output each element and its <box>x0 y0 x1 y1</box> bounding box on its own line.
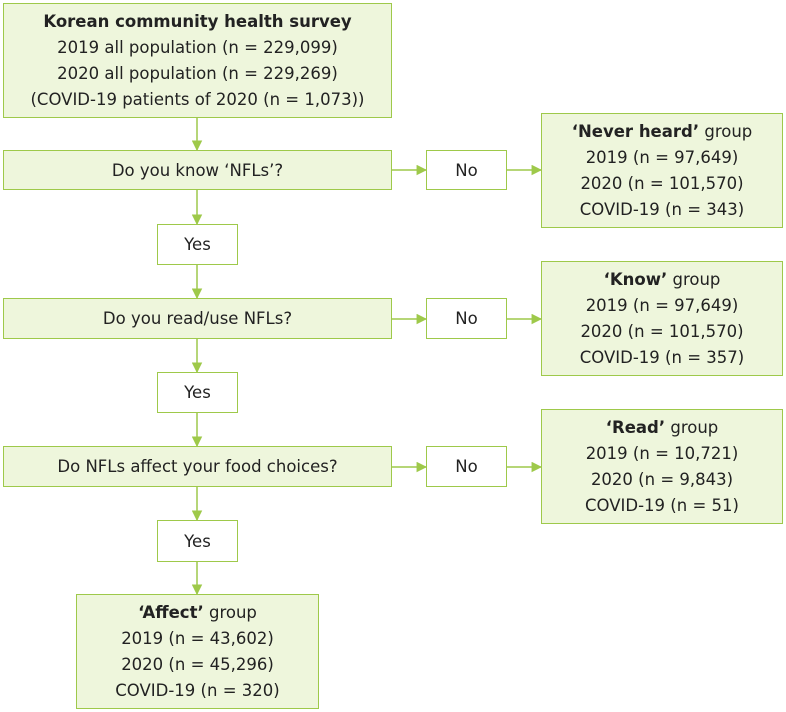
answer-no-1: No <box>426 150 507 190</box>
know-group-name: ‘Know’ <box>603 269 668 289</box>
answer-no-3: No <box>426 446 507 487</box>
survey-title: Korean community health survey <box>43 11 352 31</box>
question-affect-food-choices: Do NFLs affect your food choices? <box>3 446 392 487</box>
know-covid: COVID-19 (n = 357) <box>579 347 745 367</box>
never-heard-group-box: ‘Never heard’ group 2019 (n = 97,649) 20… <box>541 113 783 228</box>
survey-line-2020: 2020 all population (n = 229,269) <box>57 63 338 83</box>
read-covid: COVID-19 (n = 51) <box>585 495 739 515</box>
affect-2019: 2019 (n = 43,602) <box>121 628 274 648</box>
read-2020: 2020 (n = 9,843) <box>590 469 734 489</box>
affect-group-name: ‘Affect’ <box>138 602 204 622</box>
answer-yes-2: Yes <box>157 372 238 413</box>
answer-no-2-label: No <box>455 309 478 328</box>
question-read-use-nfls-text: Do you read/use NFLs? <box>102 309 293 328</box>
know-2020: 2020 (n = 101,570) <box>580 321 744 341</box>
know-group-suffix: group <box>667 269 721 289</box>
never-heard-covid: COVID-19 (n = 343) <box>579 199 745 219</box>
answer-yes-1: Yes <box>157 224 238 265</box>
answer-no-1-label: No <box>455 160 478 180</box>
never-heard-group-suffix: group <box>699 121 753 141</box>
question-know-nfls: Do you know ‘NFLs’? <box>3 150 392 190</box>
question-read-use-nfls: Do you read/use NFLs? <box>3 298 392 339</box>
read-group-suffix: group <box>665 417 719 437</box>
answer-yes-2-label: Yes <box>184 383 211 402</box>
read-group-title: ‘Read’ group <box>606 415 719 441</box>
answer-yes-3: Yes <box>157 520 238 562</box>
answer-yes-3-label: Yes <box>184 531 211 551</box>
answer-yes-1-label: Yes <box>184 235 211 254</box>
affect-group-title: ‘Affect’ group <box>138 600 257 626</box>
never-heard-group-title: ‘Never heard’ group <box>572 119 753 145</box>
survey-line-covid: (COVID-19 patients of 2020 (n = 1,073)) <box>30 89 365 109</box>
survey-line-2019: 2019 all population (n = 229,099) <box>57 37 338 57</box>
affect-covid: COVID-19 (n = 320) <box>115 680 280 700</box>
know-group-box: ‘Know’ group 2019 (n = 97,649) 2020 (n =… <box>541 261 783 376</box>
affect-group-suffix: group <box>203 602 257 622</box>
affect-group-box: ‘Affect’ group 2019 (n = 43,602) 2020 (n… <box>76 594 319 709</box>
read-group-name: ‘Read’ <box>605 417 666 437</box>
read-group-box: ‘Read’ group 2019 (n = 10,721) 2020 (n =… <box>541 409 783 524</box>
never-heard-2020: 2020 (n = 101,570) <box>580 173 744 193</box>
know-2019: 2019 (n = 97,649) <box>585 295 739 315</box>
never-heard-2019: 2019 (n = 97,649) <box>585 147 739 167</box>
answer-no-2: No <box>426 298 507 339</box>
never-heard-group-name: ‘Never heard’ <box>571 121 700 141</box>
know-group-title: ‘Know’ group <box>604 267 721 293</box>
answer-no-3-label: No <box>455 457 478 476</box>
survey-box: Korean community health survey 2019 all … <box>3 3 392 118</box>
question-affect-food-choices-text: Do NFLs affect your food choices? <box>57 457 338 476</box>
affect-2020: 2020 (n = 45,296) <box>121 654 274 674</box>
question-know-nfls-text: Do you know ‘NFLs’? <box>111 160 284 180</box>
read-2019: 2019 (n = 10,721) <box>585 443 739 463</box>
